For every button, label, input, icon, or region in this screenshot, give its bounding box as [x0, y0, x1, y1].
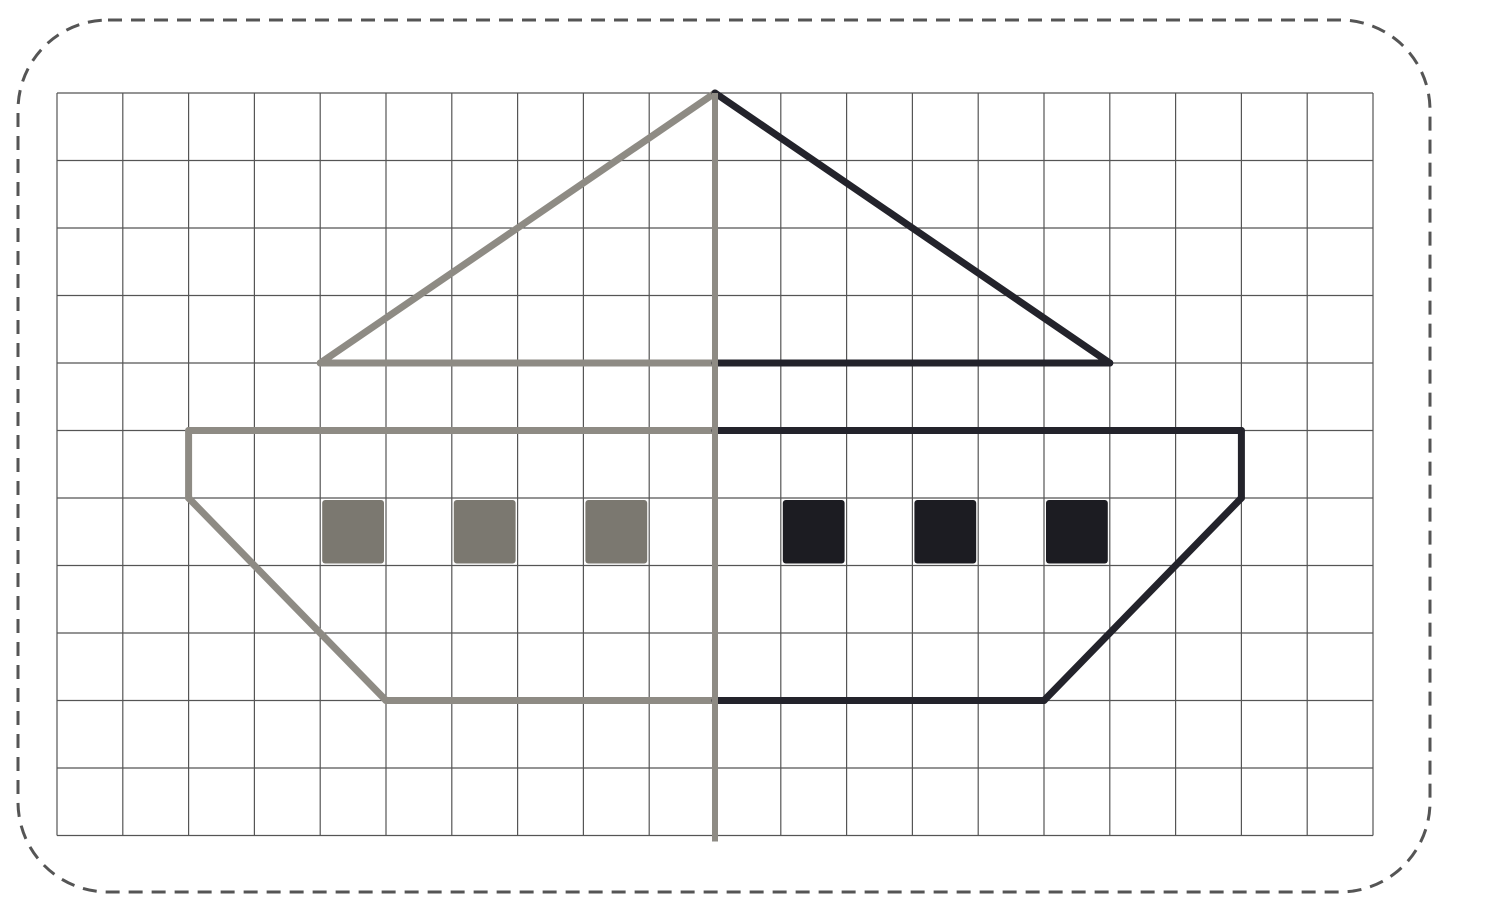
boat-window [783, 500, 845, 564]
boat-window [322, 500, 384, 564]
boat-window [585, 500, 647, 564]
boat-window [914, 500, 976, 564]
boat-window [454, 500, 516, 564]
boat-window [1046, 500, 1108, 564]
dashed-frame [18, 20, 1430, 892]
